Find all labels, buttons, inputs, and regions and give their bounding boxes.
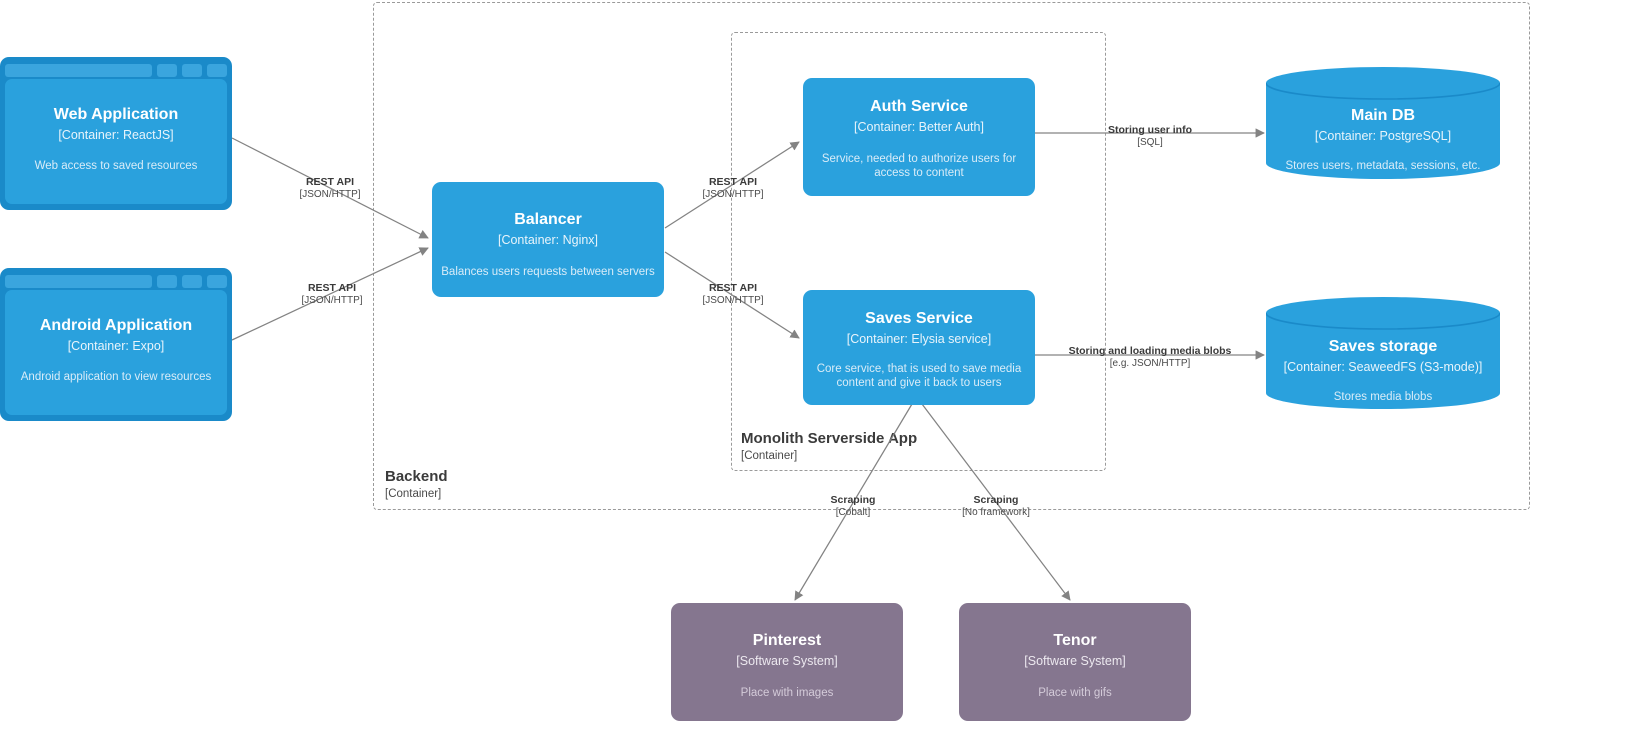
node-pinterest[interactable]: Pinterest [Software System] Place with i… — [671, 603, 903, 721]
node-desc: Balances users requests between servers — [441, 265, 655, 278]
node-tech: [Software System] — [1024, 653, 1126, 668]
node-title: Saves Service — [865, 310, 973, 327]
node-desc: Core service, that is used to save media… — [816, 362, 1022, 390]
node-tech: [Container: ReactJS] — [58, 127, 174, 142]
node-tech: [Container: Expo] — [67, 338, 165, 353]
window-button-1 — [157, 275, 177, 288]
node-android-application[interactable]: Android Application [Container: Expo] An… — [0, 268, 232, 421]
node-tech: [Container: SeaweedFS (S3-mode)] — [1283, 359, 1483, 374]
node-desc: Stores media blobs — [1333, 390, 1433, 403]
cylinder-shape — [1265, 297, 1501, 409]
node-title: Web Application — [53, 106, 179, 123]
node-tech: [Software System] — [736, 653, 838, 668]
node-saves-service[interactable]: Saves Service [Container: Elysia service… — [803, 290, 1035, 405]
edge-balancer-to-auth — [664, 141, 800, 229]
node-desc: Android application to view resources — [20, 370, 212, 383]
node-auth-service[interactable]: Auth Service [Container: Better Auth] Se… — [803, 78, 1035, 196]
boundary-backend-type: [Container] — [385, 487, 442, 500]
window-address-bar — [5, 275, 152, 288]
edge-saves-to-pinterest — [794, 403, 913, 601]
node-title: Tenor — [1053, 632, 1097, 649]
node-body: Web Application [Container: ReactJS] Web… — [5, 79, 227, 204]
boundary-monolith-label: Monolith Serverside App [Container] — [741, 430, 917, 464]
boundary-backend-name: Backend — [385, 468, 448, 485]
node-tech: [Container: Elysia service] — [846, 331, 992, 346]
node-title: Auth Service — [870, 98, 968, 115]
boundary-monolith-serverside-app — [731, 32, 1106, 471]
node-tenor[interactable]: Tenor [Software System] Place with gifs — [959, 603, 1191, 721]
node-tech: [Container: Better Auth] — [854, 119, 984, 134]
edge-balancer-to-saves — [664, 251, 800, 339]
node-title: Balancer — [514, 211, 582, 228]
node-body: Saves storage [Container: SeaweedFS (S3-… — [1266, 338, 1500, 404]
node-saves-storage[interactable]: Saves storage [Container: SeaweedFS (S3-… — [1265, 297, 1501, 409]
boundary-backend-label: Backend [Container] — [385, 468, 448, 502]
node-tech: [Container: Nginx] — [497, 232, 599, 247]
edge-saves-to-tenor — [921, 403, 1071, 601]
boundary-monolith-type: [Container] — [741, 449, 798, 462]
node-desc: Stores users, metadata, sessions, etc. — [1285, 159, 1481, 172]
window-button-1 — [157, 64, 177, 77]
window-button-3 — [207, 275, 227, 288]
cylinder-shape — [1265, 67, 1501, 179]
node-title: Main DB — [1351, 107, 1415, 124]
node-tech: [Container: PostgreSQL] — [1314, 128, 1452, 143]
window-titlebar — [3, 62, 229, 79]
window-address-bar — [5, 64, 152, 77]
node-desc: Place with gifs — [1038, 686, 1112, 699]
edge-android-to-balancer — [231, 247, 429, 341]
node-title: Android Application — [39, 317, 193, 334]
window-button-3 — [207, 64, 227, 77]
node-balancer[interactable]: Balancer [Container: Nginx] Balances use… — [432, 182, 664, 297]
window-button-2 — [182, 275, 202, 288]
window-titlebar — [3, 273, 229, 290]
node-title: Saves storage — [1328, 338, 1438, 355]
node-desc: Place with images — [740, 686, 834, 699]
node-desc: Service, needed to authorize users for a… — [821, 152, 1017, 180]
node-web-application[interactable]: Web Application [Container: ReactJS] Web… — [0, 57, 232, 210]
boundary-backend — [373, 2, 1530, 510]
node-main-db[interactable]: Main DB [Container: PostgreSQL] Stores u… — [1265, 67, 1501, 179]
node-body: Android Application [Container: Expo] An… — [5, 290, 227, 415]
node-desc: Web access to saved resources — [34, 159, 198, 172]
node-body: Main DB [Container: PostgreSQL] Stores u… — [1266, 107, 1500, 173]
edge-web-to-balancer — [231, 137, 429, 239]
boundary-monolith-name: Monolith Serverside App — [741, 430, 918, 447]
node-title: Pinterest — [752, 632, 822, 649]
window-button-2 — [182, 64, 202, 77]
